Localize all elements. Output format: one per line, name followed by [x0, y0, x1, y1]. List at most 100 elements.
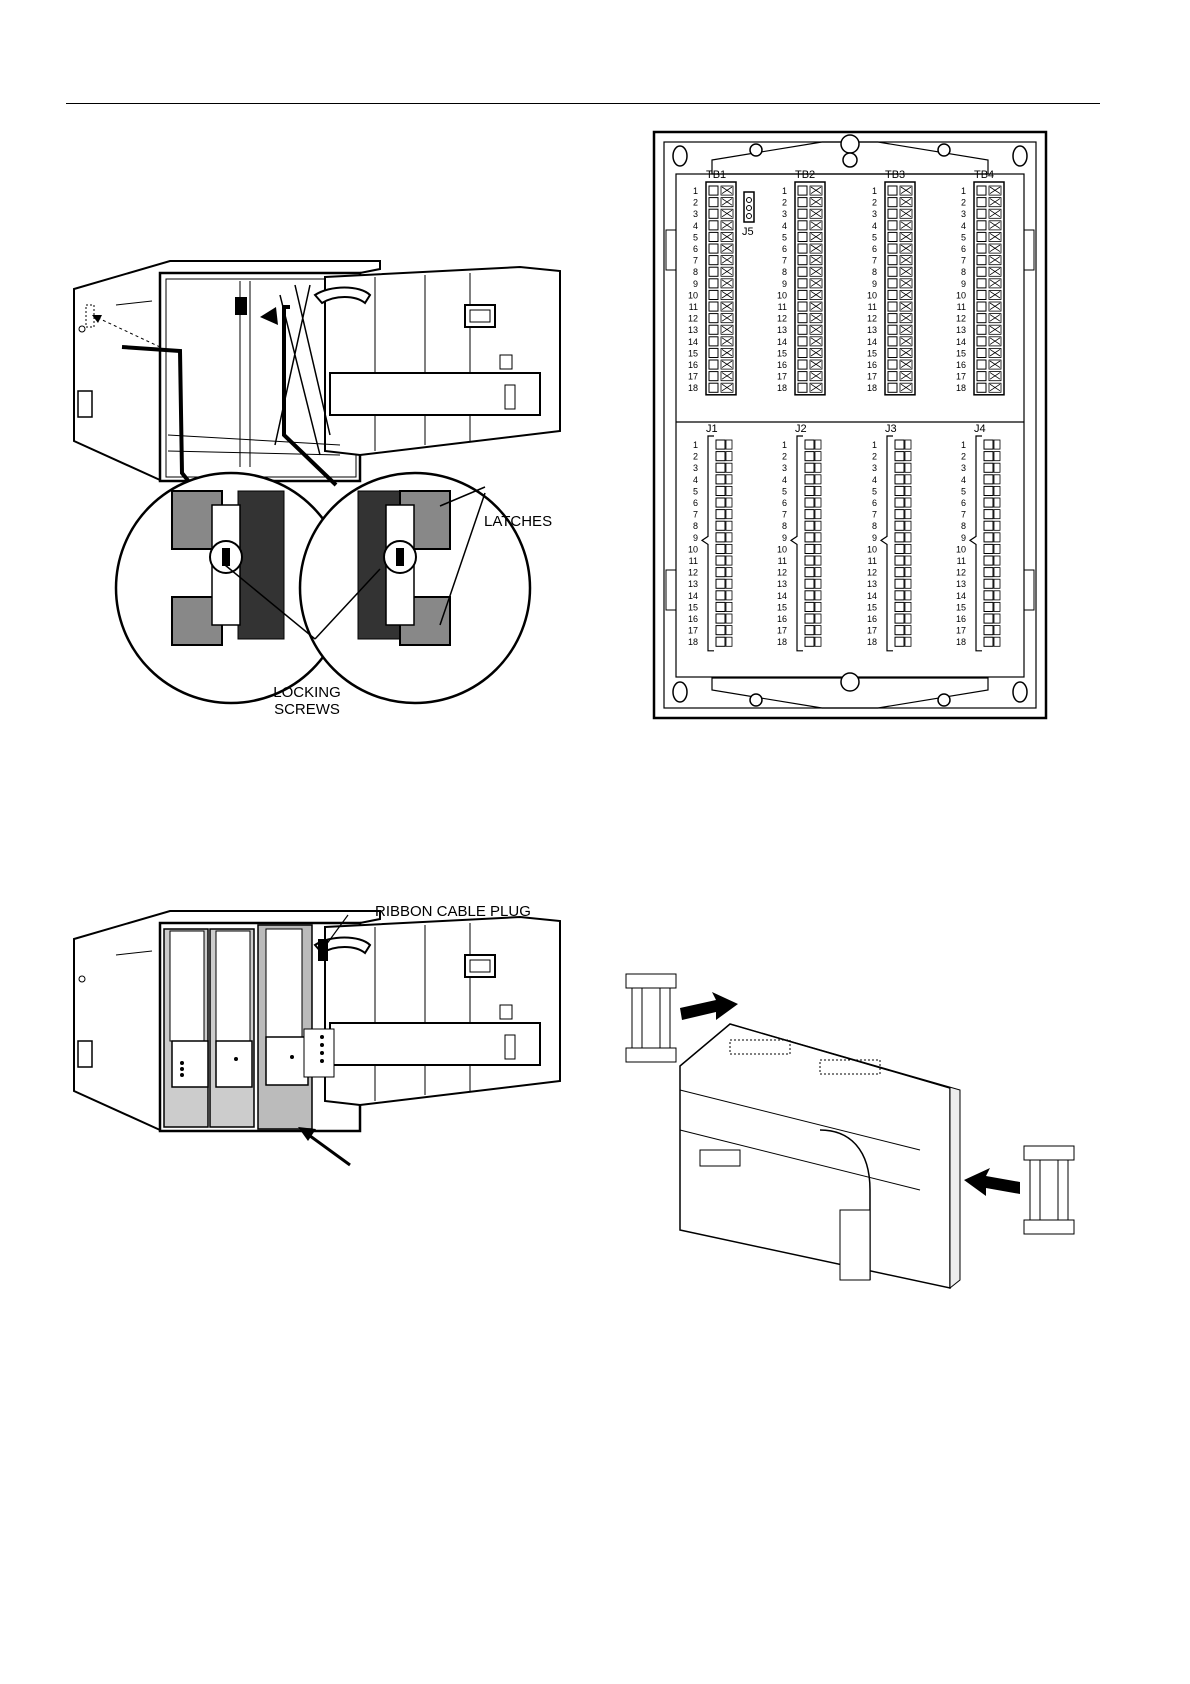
- j4-row-number: 12: [956, 568, 966, 578]
- j3-row-number: 16: [867, 614, 877, 624]
- tb1-row-number: 10: [688, 290, 698, 300]
- tb1-row-number: 1: [693, 186, 698, 196]
- j4-row-number: 17: [956, 626, 966, 636]
- tb2-row-number: 1: [782, 186, 787, 196]
- tb3-row-number: 8: [872, 267, 877, 277]
- connector-2-header: J2: [795, 423, 807, 435]
- latch-figure: [60, 255, 580, 725]
- j3-row-number: 10: [867, 544, 877, 554]
- j4-row-number: 1: [961, 440, 966, 450]
- tb4-row-number: 12: [956, 314, 966, 324]
- j3-row-number: 6: [872, 498, 877, 508]
- tb3-row-number: 10: [867, 290, 877, 300]
- locking-screws-line-1: LOCKING: [273, 684, 341, 701]
- terminal-block-1-header: TB1: [706, 169, 726, 181]
- j1-row-number: 1: [693, 440, 698, 450]
- tb3-row-number: 6: [872, 244, 877, 254]
- j2-row-number: 7: [782, 510, 787, 520]
- tb4-row-number: 8: [961, 267, 966, 277]
- tb2-row-number: 2: [782, 198, 787, 208]
- j3-row-number: 4: [872, 475, 877, 485]
- header-rule: [66, 103, 1100, 104]
- tb1-row-number: 2: [693, 198, 698, 208]
- tb4-row-number: 11: [957, 302, 966, 312]
- terminal-block-2-header: TB2: [795, 169, 815, 181]
- j4-row-number: 10: [956, 544, 966, 554]
- j1-row-number: 15: [688, 602, 698, 612]
- j4-row-number: 9: [961, 533, 966, 543]
- tb1-row-number: 5: [693, 232, 698, 242]
- tb1-row-number: 7: [693, 256, 698, 266]
- tb1-row-number: 17: [688, 372, 698, 382]
- tb3-row-number: 11: [868, 302, 877, 312]
- tb4-row-number: 18: [956, 383, 966, 393]
- j2-row-number: 3: [782, 463, 787, 473]
- tb1-row-number: 12: [688, 314, 698, 324]
- j3-row-number: 8: [872, 521, 877, 531]
- j2-row-number: 10: [777, 544, 787, 554]
- tb3-row-number: 3: [872, 209, 877, 219]
- j4-row-number: 7: [961, 510, 966, 520]
- tb1-row-number: 15: [688, 348, 698, 358]
- j4-row-number: 16: [956, 614, 966, 624]
- tb2-row-number: 12: [777, 314, 787, 324]
- module-figure-drawing: [73, 910, 561, 1167]
- tb3-row-number: 2: [872, 198, 877, 208]
- tb4-row-number: 7: [961, 256, 966, 266]
- terminal-block-4-header: TB4: [974, 169, 994, 181]
- tb3-row-number: 14: [867, 337, 877, 347]
- j1-row-number: 10: [688, 544, 698, 554]
- tb1-row-number: 14: [688, 337, 698, 347]
- j4-row-number: 3: [961, 463, 966, 473]
- tb2-row-number: 6: [782, 244, 787, 254]
- tb4-row-number: 14: [956, 337, 966, 347]
- locking-screws-line-2: SCREWS: [274, 701, 340, 718]
- tb4-row-number: 2: [961, 198, 966, 208]
- tb4-row-number: 16: [956, 360, 966, 370]
- tb3-row-number: 13: [867, 325, 877, 335]
- tb4-row-number: 3: [961, 209, 966, 219]
- j4-row-number: 6: [961, 498, 966, 508]
- tb4-row-number: 4: [961, 221, 966, 231]
- latch-figure-drawing: [73, 260, 561, 705]
- j4-row-number: 14: [956, 591, 966, 601]
- tb3-row-number: 1: [872, 186, 877, 196]
- j3-row-number: 14: [867, 591, 877, 601]
- j1-row-number: 7: [693, 510, 698, 520]
- j1-row-number: 4: [693, 475, 698, 485]
- j1-row-number: 18: [688, 637, 698, 647]
- j4-row-number: 11: [957, 556, 966, 566]
- tb2-row-number: 7: [782, 256, 787, 266]
- tb3-row-number: 9: [872, 279, 877, 289]
- j2-row-number: 14: [777, 591, 787, 601]
- j2-row-number: 13: [777, 579, 787, 589]
- tb2-row-number: 11: [778, 302, 787, 312]
- tb3-row-number: 5: [872, 232, 877, 242]
- connector-4-header: J4: [974, 423, 986, 435]
- j4-row-number: 4: [961, 475, 966, 485]
- j2-row-number: 11: [778, 556, 787, 566]
- j1-row-number: 13: [688, 579, 698, 589]
- j2-row-number: 17: [777, 626, 787, 636]
- tb2-row-number: 5: [782, 232, 787, 242]
- j2-row-number: 6: [782, 498, 787, 508]
- tb3-row-number: 17: [867, 372, 877, 382]
- tb2-row-number: 15: [777, 348, 787, 358]
- j2-row-number: 9: [782, 533, 787, 543]
- j4-row-number: 8: [961, 521, 966, 531]
- j1-row-number: 3: [693, 463, 698, 473]
- j3-row-number: 3: [872, 463, 877, 473]
- tb2-row-number: 10: [777, 290, 787, 300]
- din-rail-figure: [620, 950, 1090, 1320]
- j1-row-number: 16: [688, 614, 698, 624]
- j1-row-number: 8: [693, 521, 698, 531]
- tb3-row-number: 12: [867, 314, 877, 324]
